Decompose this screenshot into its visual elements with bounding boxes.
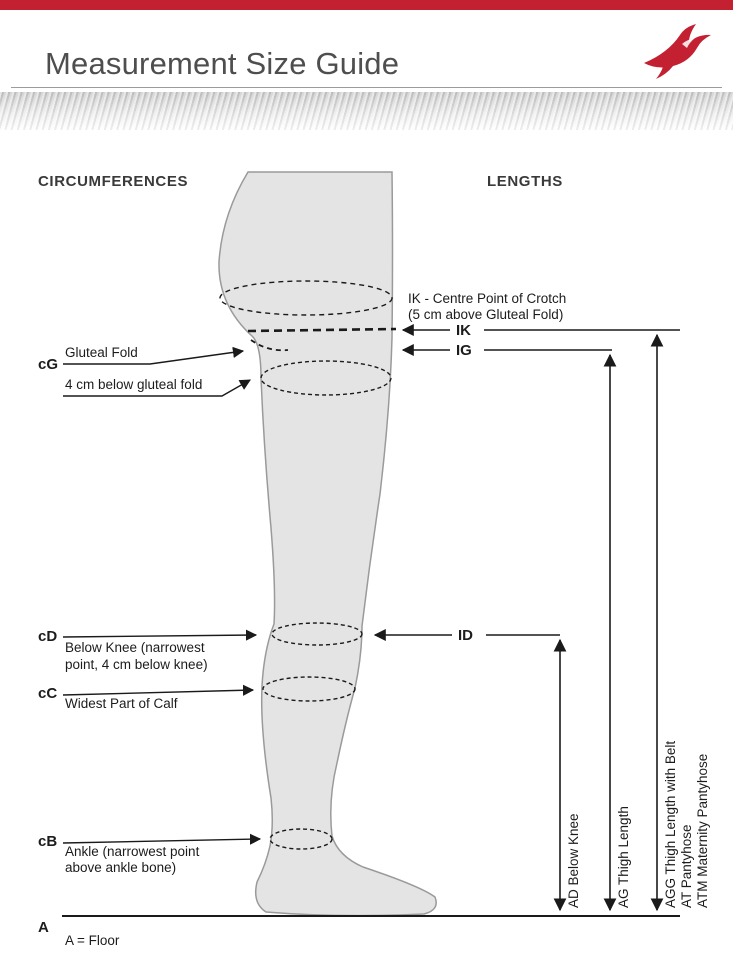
cc-circumference-ellipse — [262, 676, 356, 702]
cc-arrow — [62, 684, 255, 696]
a-label: A = Floor — [65, 933, 120, 948]
id-code: ID — [458, 627, 473, 644]
cg-arrow-2 — [63, 379, 251, 397]
agg-length-label-2: AT Pantyhose — [679, 824, 694, 908]
ik-label-bg — [450, 322, 484, 338]
page-title: Measurement Size Guide — [45, 46, 400, 81]
cb-code: cB — [38, 833, 57, 850]
cb-circumference-ellipse — [269, 828, 333, 850]
agg-length-label-1: AGG Thigh Length with Belt — [663, 741, 678, 908]
ig-code: IG — [456, 342, 472, 359]
a-code: A — [38, 919, 49, 936]
ag-length-label: AG Thigh Length — [616, 806, 631, 908]
hip-circumference-ellipse — [219, 280, 393, 316]
id-label-bg — [452, 627, 486, 643]
decorative-band — [0, 92, 733, 130]
cg-code: cG — [38, 356, 58, 373]
gluteal-fold-crease — [250, 339, 289, 352]
leg-silhouette — [218, 171, 437, 917]
cb-arrow — [62, 833, 262, 845]
swallow-logo-icon — [644, 24, 711, 79]
lengths-heading: LENGTHS — [487, 173, 563, 190]
cg-label-2: 4 cm below gluteal fold — [65, 377, 202, 392]
ik-note-2: (5 cm above Gluteal Fold) — [408, 307, 563, 322]
ig-label-bg — [450, 342, 484, 358]
cc-code: cC — [38, 685, 57, 702]
cd-circumference-ellipse — [271, 622, 363, 646]
circumferences-heading: CIRCUMFERENCES — [38, 173, 188, 190]
cd-arrow — [62, 629, 258, 641]
cb-label-1: Ankle (narrowest point — [65, 844, 200, 859]
cc-label: Widest Part of Calf — [65, 696, 178, 711]
ik-code: IK — [456, 322, 471, 339]
ad-length-label: AD Below Knee — [566, 813, 581, 908]
ik-note-1: IK - Centre Point of Crotch — [408, 291, 566, 306]
agg-length-label-3: ATM Maternity Pantyhose — [695, 754, 710, 908]
header-divider — [11, 87, 722, 88]
cd-label-1: Below Knee (narrowest — [65, 640, 205, 655]
cb-label-2: above ankle bone) — [65, 860, 176, 875]
cd-code: cD — [38, 628, 57, 645]
cg-circumference-ellipse — [260, 360, 392, 396]
top-red-bar — [0, 0, 733, 10]
cd-label-2: point, 4 cm below knee) — [65, 657, 208, 672]
cg-label-1: Gluteal Fold — [65, 345, 138, 360]
crotch-level-dashed-line — [247, 327, 397, 333]
cg-arrow-1 — [63, 346, 245, 365]
